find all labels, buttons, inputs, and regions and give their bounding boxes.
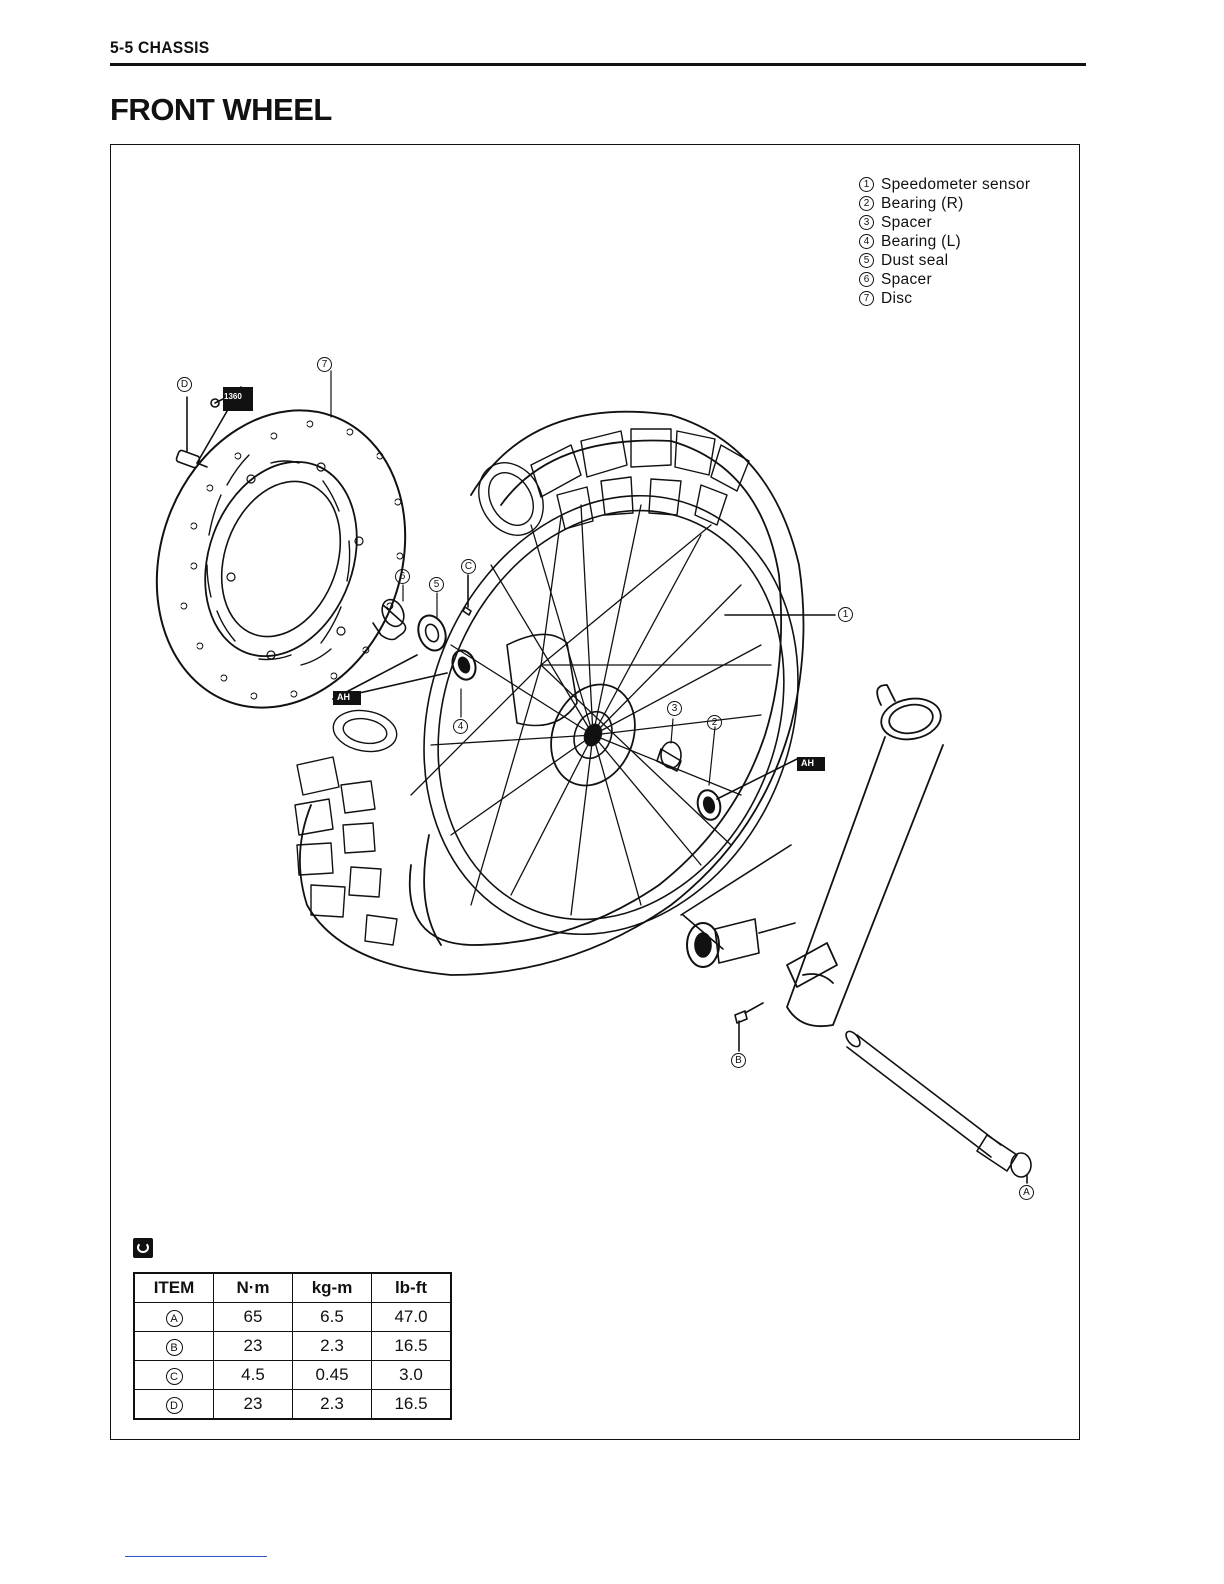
legend-item: 6 Spacer (859, 270, 1030, 289)
callout-3: 3 (667, 701, 682, 716)
lbft-cell: 16.5 (372, 1332, 452, 1361)
lbft-cell: 3.0 (372, 1361, 452, 1390)
item-cell: A (134, 1303, 214, 1332)
front-axle (843, 1029, 1031, 1183)
legend-item: 3 Spacer (859, 213, 1030, 232)
torque-table: ITEM N·m kg-m lb-ft A 65 6.5 47.0 B 23 2… (133, 1272, 452, 1420)
legend-number: 6 (859, 272, 874, 287)
col-lbft: lb-ft (372, 1273, 452, 1303)
legend-label: Spacer (881, 213, 932, 232)
legend-item: 1 Speedometer sensor (859, 175, 1030, 194)
legend-label: Spacer (881, 270, 932, 289)
callout-2: 2 (707, 715, 722, 730)
page-header: 5-5 CHASSIS (110, 38, 1086, 58)
legend-item: 2 Bearing (R) (859, 194, 1030, 213)
legend-number: 4 (859, 234, 874, 249)
spacer-center (657, 742, 681, 771)
table-row: C 4.5 0.45 3.0 (134, 1361, 451, 1390)
front-tyre (300, 412, 804, 975)
nm-cell: 23 (214, 1390, 293, 1420)
callout-7: 7 (317, 357, 332, 372)
grease-label-left: AH (337, 692, 350, 702)
dust-seal (414, 612, 451, 655)
kgm-cell: 6.5 (293, 1303, 372, 1332)
callout-6: 6 (395, 569, 410, 584)
kgm-cell: 0.45 (293, 1361, 372, 1390)
callout-D: D (177, 377, 192, 392)
legend-number: 5 (859, 253, 874, 268)
table-row: A 65 6.5 47.0 (134, 1303, 451, 1332)
torque-header-row: ITEM N·m kg-m lb-ft (134, 1273, 451, 1303)
exploded-wheel-diagram (111, 145, 1079, 1439)
callout-5: 5 (429, 577, 444, 592)
kgm-cell: 2.3 (293, 1332, 372, 1361)
speedometer-sensor (681, 845, 795, 967)
col-item: ITEM (134, 1273, 214, 1303)
legend-label: Bearing (L) (881, 232, 961, 251)
legend-item: 7 Disc (859, 289, 1030, 308)
front-fork-leg (787, 685, 944, 1026)
table-row: B 23 2.3 16.5 (134, 1332, 451, 1361)
callout-B: B (731, 1053, 746, 1068)
callout-C: C (461, 559, 476, 574)
header-rule (110, 63, 1086, 66)
legend-item: 4 Bearing (L) (859, 232, 1030, 251)
legend-label: Speedometer sensor (881, 175, 1030, 194)
table-row: D 23 2.3 16.5 (134, 1390, 451, 1420)
thread-lock-label: 1360 (224, 392, 242, 401)
section-label: 5-5 CHASSIS (110, 38, 210, 58)
torque-wrench-icon (133, 1238, 153, 1258)
col-kgm: kg-m (293, 1273, 372, 1303)
legend-number: 1 (859, 177, 874, 192)
disc-bolt-holes (227, 463, 363, 659)
legend-label: Disc (881, 289, 912, 308)
legend-number: 2 (859, 196, 874, 211)
legend-label: Bearing (R) (881, 194, 964, 213)
wheel-rim (360, 439, 862, 991)
callout-1: 1 (838, 607, 853, 622)
item-cell: B (134, 1332, 214, 1361)
nm-cell: 65 (214, 1303, 293, 1332)
legend-number: 3 (859, 215, 874, 230)
footer-rule (125, 1556, 267, 1557)
page-title: FRONT WHEEL (110, 92, 332, 128)
legend-item: 5 Dust seal (859, 251, 1030, 270)
callout-A: A (1019, 1185, 1034, 1200)
callout-leaders (331, 371, 715, 785)
brake-disc (116, 375, 446, 743)
callout-4: 4 (453, 719, 468, 734)
nm-cell: 4.5 (214, 1361, 293, 1390)
lbft-cell: 47.0 (372, 1303, 452, 1332)
item-cell: D (134, 1390, 214, 1420)
grease-label-right: AH (801, 758, 814, 768)
nm-cell: 23 (214, 1332, 293, 1361)
col-nm: N·m (214, 1273, 293, 1303)
kgm-cell: 2.3 (293, 1390, 372, 1420)
item-cell: C (134, 1361, 214, 1390)
lbft-cell: 16.5 (372, 1390, 452, 1420)
bearing-right (694, 788, 723, 823)
sensor-bolt (735, 1003, 763, 1051)
legend-label: Dust seal (881, 251, 948, 270)
speedo-bolt (463, 575, 471, 615)
tyre-tread-bottom (295, 706, 400, 945)
legend-number: 7 (859, 291, 874, 306)
